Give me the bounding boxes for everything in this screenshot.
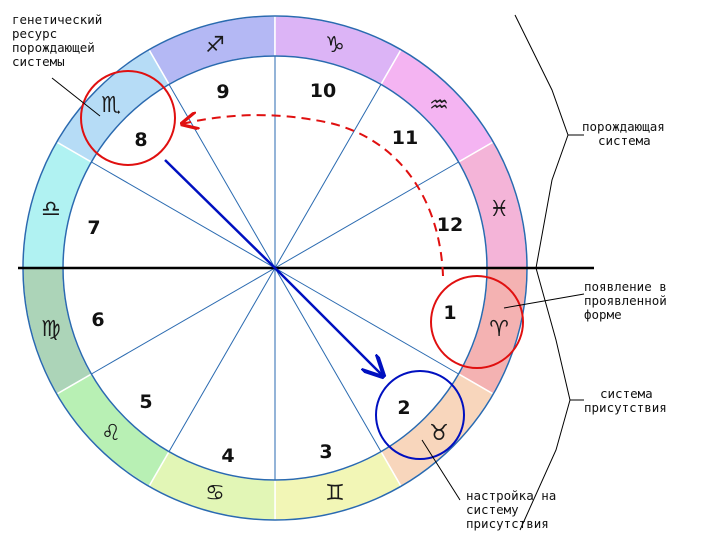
aquarius-icon: ♒	[429, 93, 449, 118]
highlight-circle-house-8	[80, 70, 176, 166]
leader-manifest-form	[503, 293, 585, 309]
house-number-3: 3	[319, 441, 332, 463]
house-number-4: 4	[221, 445, 234, 467]
leo-icon: ♌	[101, 421, 121, 446]
return-arc	[182, 115, 444, 277]
label-genetic-resource: генетический ресурс порождающей системы	[12, 12, 110, 69]
house-number-2: 2	[397, 397, 410, 419]
house-number-5: 5	[139, 391, 152, 413]
taurus-icon: ♉	[429, 421, 449, 446]
cusp-line	[91, 267, 276, 375]
house-number-12: 12	[437, 214, 463, 236]
gemini-icon: ♊	[325, 481, 345, 506]
house-number-11: 11	[392, 127, 418, 149]
aries-icon: ♈	[489, 317, 509, 342]
house-number-8: 8	[134, 129, 147, 151]
cusp-line	[274, 267, 382, 452]
scorpio-icon: ♏	[101, 93, 121, 118]
leader-tuning	[421, 439, 461, 501]
house-number-9: 9	[216, 81, 229, 103]
house-number-6: 6	[91, 309, 104, 331]
capricorn-icon: ♑	[325, 33, 345, 58]
house-cusps	[91, 56, 459, 480]
highlight-circle-house-2	[375, 370, 465, 460]
sagittarius-icon: ♐	[205, 33, 225, 58]
label-manifest-form: появление в проявленной форме	[584, 279, 674, 322]
house-number-7: 7	[87, 217, 100, 239]
cusp-line	[168, 267, 276, 452]
leader-genetic-resource	[51, 77, 101, 117]
cusp-line	[274, 161, 459, 269]
pisces-icon: ♓	[489, 197, 509, 222]
label-tuning: настройка на систему присутствия	[466, 488, 564, 531]
libra-icon: ♎	[41, 197, 61, 222]
cusp-line	[274, 84, 382, 269]
cancer-icon: ♋	[205, 481, 225, 506]
arrow-center-to-2	[274, 267, 383, 376]
cusp-line	[274, 267, 459, 375]
house-number-1: 1	[443, 302, 456, 324]
cusp-line	[91, 161, 276, 269]
house-number-10: 10	[310, 80, 336, 102]
highlight-circle-house-1	[430, 275, 524, 369]
virgo-icon: ♍	[41, 317, 61, 342]
label-presence-system: система присутствия	[584, 386, 667, 415]
arrow-8-to-center	[164, 159, 276, 269]
label-generating-system: порождающая система	[582, 119, 672, 148]
